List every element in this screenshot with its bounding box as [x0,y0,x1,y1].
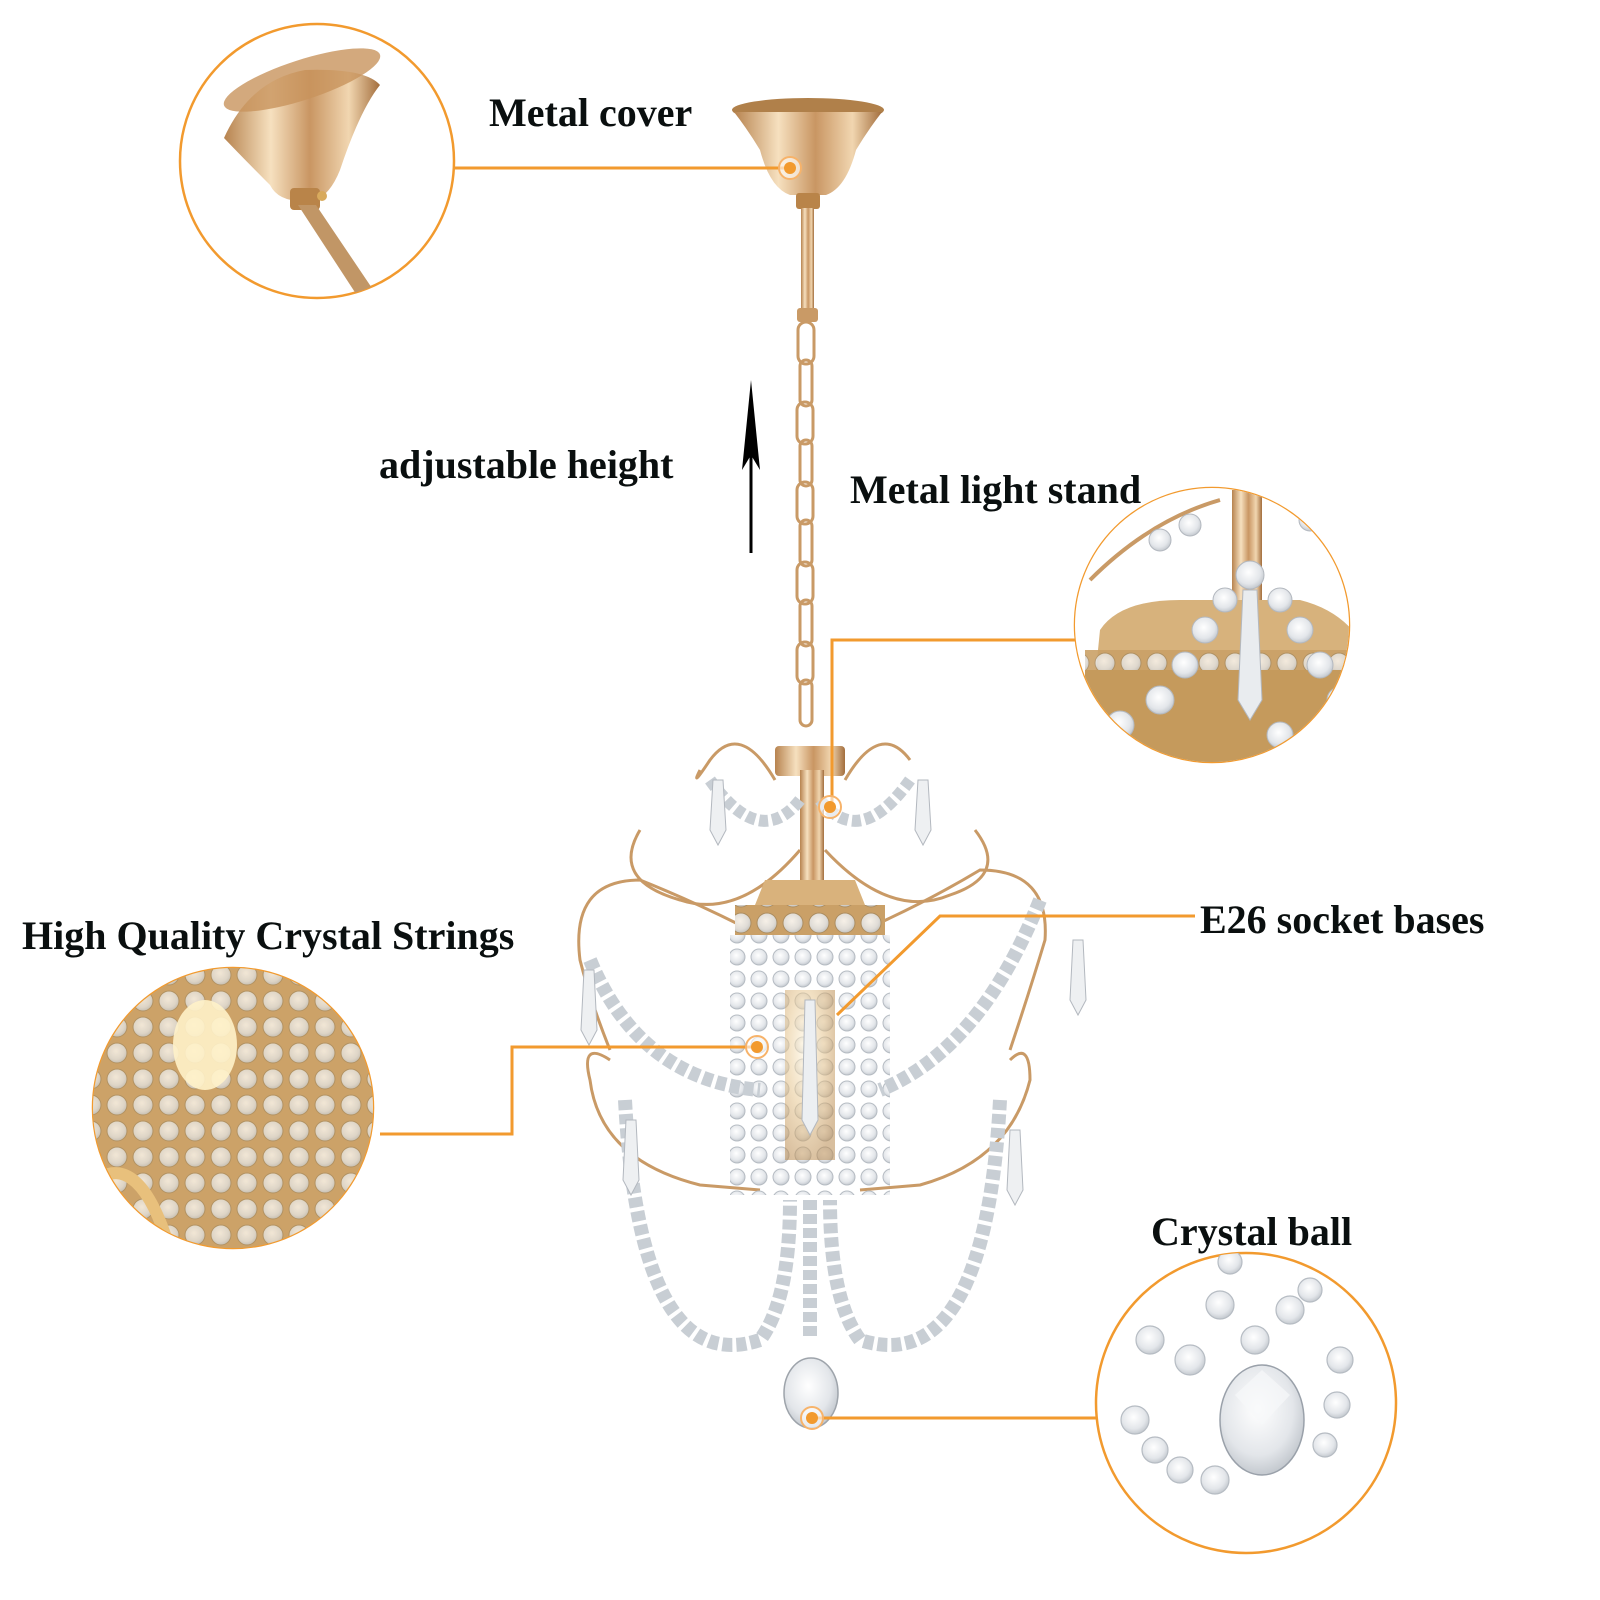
label-metal-cover: Metal cover [489,90,693,135]
label-adjustable-height: adjustable height [379,442,674,487]
zoom-circle-crystal-strings [91,966,375,1250]
label-e26-socket-bases: E26 socket bases [1200,897,1485,942]
callout-lines [380,166,1195,1420]
up-arrow-icon [742,380,760,553]
callout-dot-icon [778,156,802,180]
callout-dot-icon [800,1406,824,1430]
chandelier-illustration [577,98,1087,1429]
label-metal-light-stand: Metal light stand [850,467,1142,512]
callout-dot-icon [818,795,842,819]
label-crystal-strings: High Quality Crystal Strings [22,913,515,958]
zoom-circle-crystal-ball [1094,1251,1398,1555]
zoom-circle-metal-cover [178,22,456,300]
zoom-circle-metal-light-stand [1073,486,1351,764]
callout-dot-icon [745,1035,769,1059]
label-crystal-ball: Crystal ball [1151,1209,1353,1254]
